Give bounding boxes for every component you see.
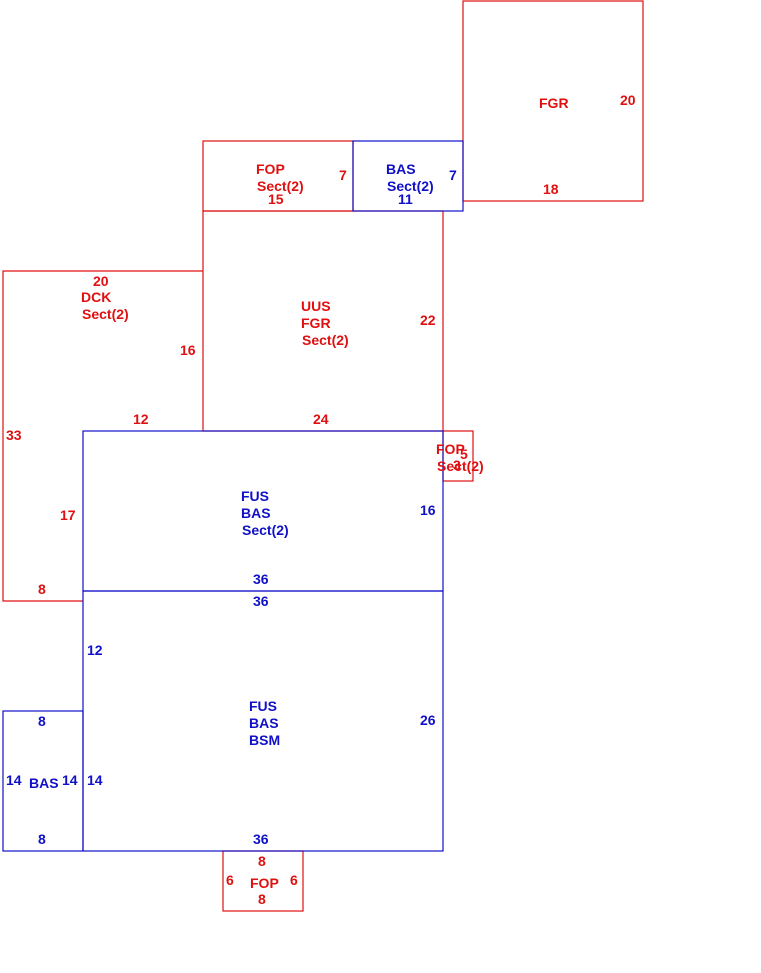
bas-top-outline: [352, 140, 464, 212]
uus-fgr-dim-right: 22: [420, 312, 436, 328]
bas-small-dim-top: 8: [38, 713, 46, 729]
fus-bas-bsm-dim-left: 12: [87, 642, 103, 658]
fus-bas-bsm-label-1: FUS: [249, 698, 277, 714]
dck-dim-right: 16: [180, 342, 196, 358]
dck-dim-left: 33: [6, 427, 22, 443]
fop-right-sect: Sect(2): [437, 458, 484, 474]
fop-top-label: FOP: [256, 161, 285, 177]
fus-bas-bsm-dim-top: 36: [253, 593, 269, 609]
fus-bas-bsm-dim-right: 26: [420, 712, 436, 728]
fop-bottom-label: FOP: [250, 875, 279, 891]
fus-bas-sect2-sect: Sect(2): [242, 522, 289, 538]
dck-label: DCK: [81, 289, 111, 305]
bas-small-outline: [2, 710, 84, 852]
fus-bas-bsm-label-2: BAS: [249, 715, 279, 731]
fop-right-dim-a: 5: [460, 446, 468, 462]
dck-dim-bottom: 8: [38, 581, 46, 597]
fop-top-sect: Sect(2): [257, 178, 304, 194]
fop-right-dim-b: 3: [453, 457, 461, 473]
dck-sect: Sect(2): [82, 306, 129, 322]
fus-bas-bsm-dim-bottom: 36: [253, 831, 269, 847]
fgr-top-dim-right: 20: [620, 92, 636, 108]
fop-top-dim-bottom: 15: [268, 191, 284, 207]
dck-dim-top: 20: [93, 273, 109, 289]
fop-bottom-dim-left: 6: [226, 872, 234, 888]
fop-top-dim-right: 7: [339, 167, 347, 183]
fop-bottom-dim-bottom: 8: [258, 891, 266, 907]
fus-bas-bsm-dim-left-low: 14: [87, 772, 103, 788]
bas-top-dim-right: 7: [449, 167, 457, 183]
fus-bas-sect2-dim-bottom: 36: [253, 571, 269, 587]
bas-small-dim-right: 14: [62, 772, 78, 788]
fgr-top-dim-bottom: 18: [543, 181, 559, 197]
fop-right-label: FOP: [436, 441, 465, 457]
bas-top-label: BAS: [386, 161, 416, 177]
dck-dim-inner-top: 12: [133, 411, 149, 427]
uus-fgr-label-2: FGR: [301, 315, 331, 331]
bas-small-dim-bottom: 8: [38, 831, 46, 847]
fus-bas-sect2-label-2: BAS: [241, 505, 271, 521]
uus-fgr-label-1: UUS: [301, 298, 331, 314]
fgr-top-outline: [462, 0, 644, 202]
uus-fgr-sect: Sect(2): [302, 332, 349, 348]
bas-small-label: BAS: [29, 775, 59, 791]
fus-bas-bsm-label-3: BSM: [249, 732, 280, 748]
fgr-top-label: FGR: [539, 95, 569, 111]
fop-bottom-dim-top: 8: [258, 853, 266, 869]
dck-dim-inner-left: 17: [60, 507, 76, 523]
uus-fgr-dim-bottom: 24: [313, 411, 329, 427]
bas-top-dim-bottom: 11: [398, 191, 413, 207]
bas-top-sect: Sect(2): [387, 178, 434, 194]
fus-bas-sect2-dim-right: 16: [420, 502, 436, 518]
fop-bottom-dim-right: 6: [290, 872, 298, 888]
fus-bas-sect2-label-1: FUS: [241, 488, 269, 504]
dck-outline: [2, 270, 203, 602]
bas-small-dim-left: 14: [6, 772, 22, 788]
